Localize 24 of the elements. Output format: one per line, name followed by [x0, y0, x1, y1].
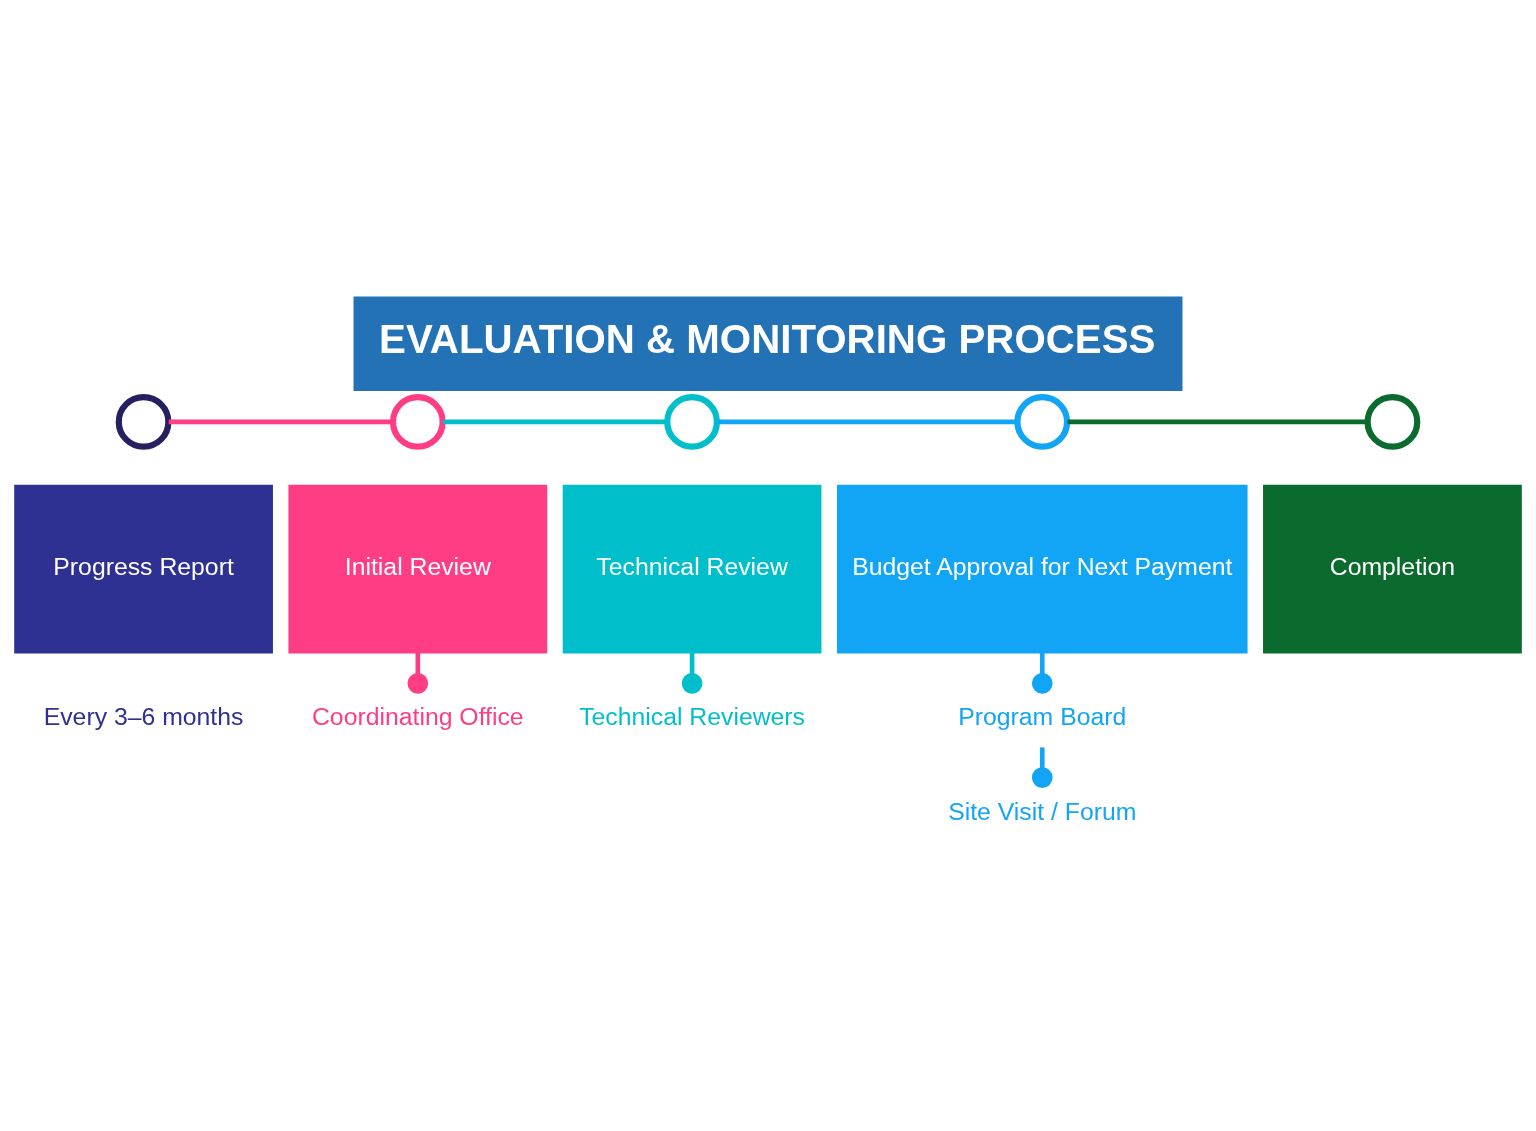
node-box: Technical Review — [562, 484, 822, 654]
connector — [681, 652, 703, 694]
node-circle — [1364, 393, 1421, 450]
node-text: Program Board — [958, 702, 1127, 730]
connector — [168, 419, 393, 424]
node-box: Completion — [1263, 484, 1522, 654]
node-circle — [1014, 393, 1071, 450]
node-circle — [115, 393, 172, 450]
node-box: Initial Review — [288, 484, 548, 654]
connector — [1031, 746, 1053, 788]
node-box: Budget Approval for Next Payment — [836, 484, 1248, 654]
connector — [717, 419, 1017, 424]
node-text: Coordinating Office — [311, 702, 524, 730]
node-label: Every 3–6 months — [43, 702, 244, 730]
node-circle — [389, 393, 446, 450]
diagram-title: EVALUATION & MONITORING PROCESS — [379, 316, 1156, 362]
node-text: Technical Reviewers — [579, 702, 806, 730]
connector — [443, 419, 668, 424]
node-box: Progress Report — [14, 484, 273, 654]
connector — [407, 652, 429, 694]
connector — [1031, 652, 1053, 694]
connector — [1067, 419, 1368, 424]
node-circle — [664, 393, 720, 450]
node-text: Site Visit / Forum — [948, 797, 1137, 825]
